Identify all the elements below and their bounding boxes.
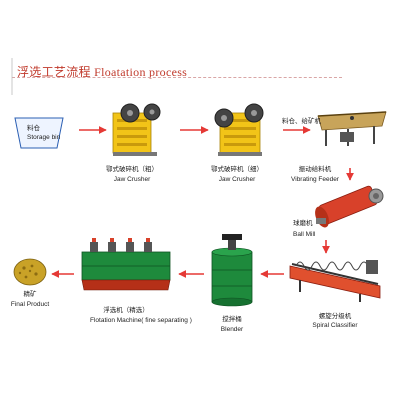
ball-mill-icon	[315, 185, 384, 228]
flotation-machine-icon	[81, 238, 171, 291]
vibrating-feeder-icon	[317, 111, 387, 146]
title-divider	[12, 77, 342, 78]
jaw-crusher-fine-label-en: Jaw Crusher	[218, 176, 256, 183]
final-product-label-cn: 精矿	[23, 291, 37, 298]
jaw-crusher-coarse-icon	[112, 103, 161, 156]
spiral-classifier-icon	[289, 260, 381, 302]
final-product-label-en: Final Product	[10, 301, 50, 308]
storage-bin-icon	[14, 117, 64, 149]
blender-label-cn: 搅拌桶	[222, 316, 242, 323]
vibrating-feeder-label-cn: 振动给料机	[298, 166, 332, 173]
flotation-machine-label-en: Flotation Machine( fine separating )	[90, 317, 192, 324]
storage-bin-label-cn: 料仓	[27, 125, 40, 132]
bin-feeder-label-cn: 料仓、给矿机	[282, 118, 321, 125]
ball-mill-label-en: Ball Mill	[293, 231, 316, 238]
spiral-classifier-label-en: Spiral Classifier	[312, 322, 358, 329]
vibrating-feeder-label-en: Vibrating Feeder	[291, 176, 339, 183]
flotation-machine-label-cn: 浮选机（精选）	[103, 307, 149, 314]
ball-mill-label-cn: 球磨机	[293, 220, 313, 227]
jaw-crusher-fine-icon	[214, 103, 264, 156]
spiral-classifier-label-cn: 螺旋分级机	[318, 313, 352, 320]
storage-bin-label-en: Storage bin	[27, 134, 61, 141]
jaw-crusher-coarse-label-en: Jaw Crusher	[113, 176, 151, 183]
page-title: 浮选工艺流程 Floatation process	[17, 65, 188, 79]
jaw-crusher-coarse-label-cn: 鄂式破碎机（粗）	[106, 166, 158, 173]
blender-tank-icon	[211, 234, 253, 307]
blender-label-en: Blender	[220, 326, 244, 333]
final-product-icon	[13, 258, 47, 286]
jaw-crusher-fine-label-cn: 鄂式破碎机（细）	[211, 166, 263, 173]
